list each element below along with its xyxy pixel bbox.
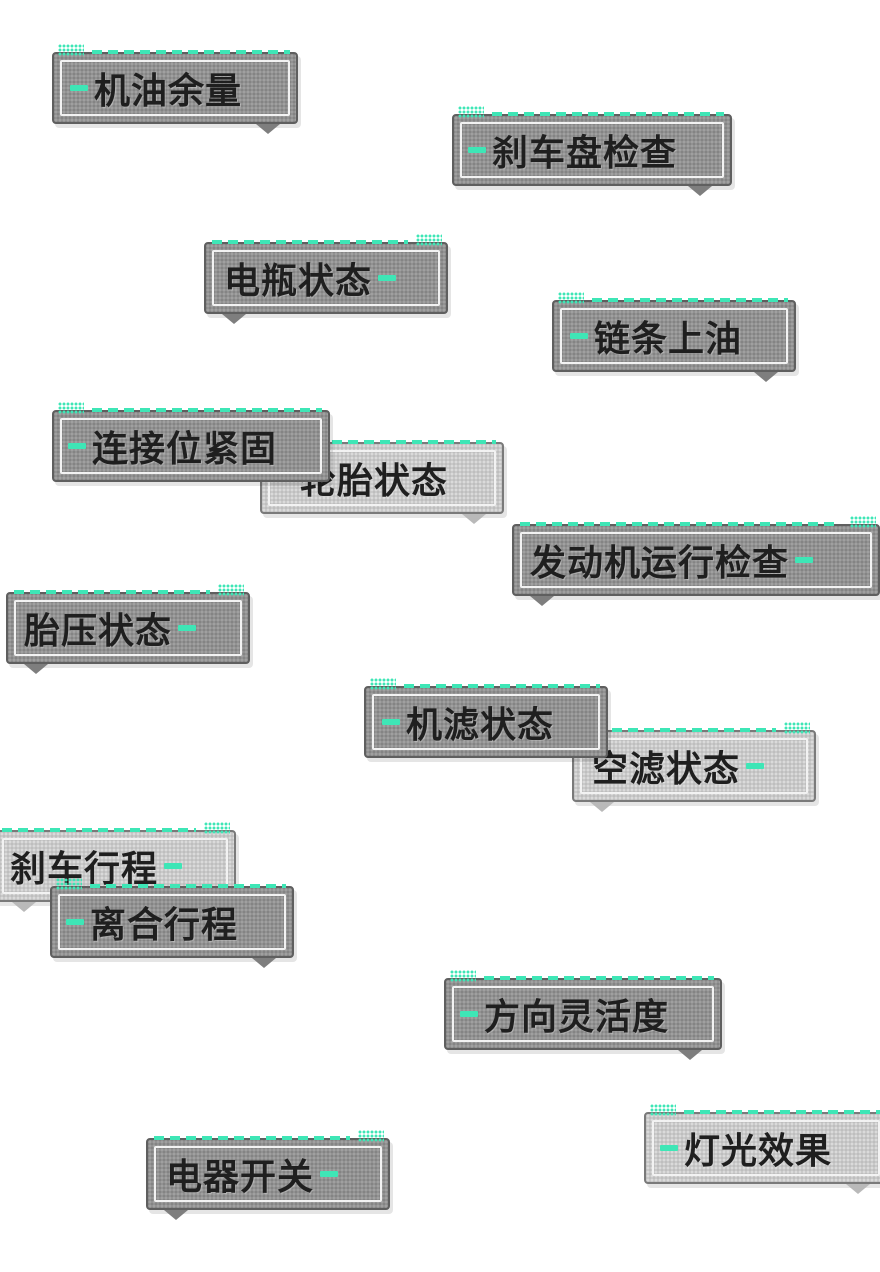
accent-dash: [382, 719, 400, 725]
tag-air-filter-status: 空滤状态: [572, 722, 816, 812]
tag-label: 刹车行程: [10, 849, 159, 890]
accent-dash: [178, 625, 197, 631]
accent-dash: [68, 443, 86, 449]
accent-dash: [746, 763, 765, 769]
tag-electrical-switches: 电器开关: [146, 1130, 390, 1220]
accent-dash: [570, 333, 588, 339]
tag-oil-filter-status: 机滤状态: [364, 678, 608, 758]
tag-label: 刹车盘检查: [492, 133, 678, 174]
accent-dash: [468, 147, 486, 153]
tag-label: 机油余量: [94, 71, 243, 112]
accent-dash: [378, 275, 397, 281]
tag-label: 空滤状态: [592, 749, 741, 790]
accent-dash: [164, 863, 183, 869]
accent-dash: [70, 85, 88, 91]
tag-brake-disc-check: 刹车盘检查: [452, 106, 732, 196]
tag-label: 离合行程: [90, 905, 239, 946]
tag-clutch-travel: 离合行程: [50, 878, 294, 968]
tag-engine-run-check: 发动机运行检查: [512, 516, 880, 606]
accent-dash: [320, 1171, 339, 1177]
accent-dash: [460, 1011, 478, 1017]
tag-label: 灯光效果: [684, 1131, 833, 1172]
tag-lighting-effect: 灯光效果: [644, 1104, 880, 1194]
tag-label: 机滤状态: [406, 705, 555, 746]
tag-steering-flexibility: 方向灵活度: [444, 970, 722, 1060]
tag-battery-status: 电瓶状态: [204, 234, 448, 324]
tag-label: 链条上油: [594, 319, 743, 360]
accent-dash: [660, 1145, 678, 1151]
tag-engine-oil-level: 机油余量: [52, 44, 298, 134]
tag-label: 发动机运行检查: [530, 543, 790, 584]
tag-fastener-tightening: 连接位紧固: [52, 402, 330, 482]
tag-label: 胎压状态: [24, 611, 173, 652]
tag-label: 电瓶状态: [224, 261, 373, 302]
tag-label: 电器开关: [166, 1157, 315, 1198]
tag-label: 连接位紧固: [92, 429, 278, 470]
tag-label: 方向灵活度: [484, 997, 670, 1038]
tag-chain-lube: 链条上油: [552, 292, 796, 382]
accent-dash: [66, 919, 84, 925]
tag-tire-pressure: 胎压状态: [6, 584, 250, 674]
accent-dash: [795, 557, 814, 563]
